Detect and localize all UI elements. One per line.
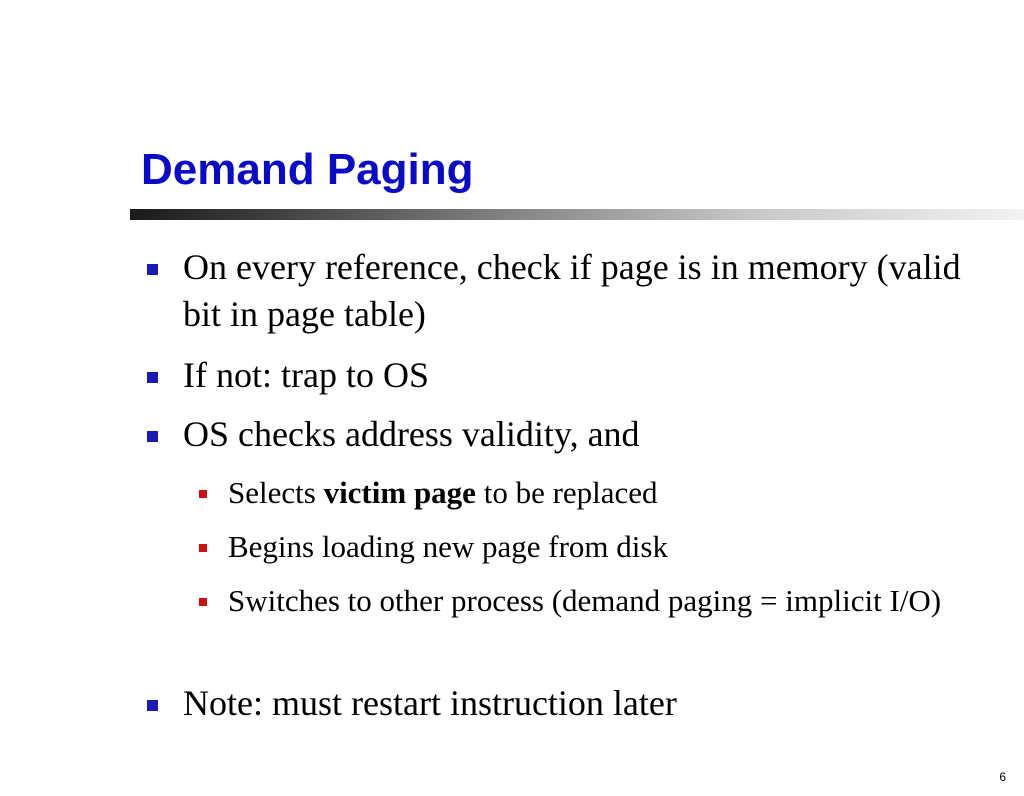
bullet-item: On every reference, check if page is in …: [147, 244, 963, 338]
bullet-text: Note: must restart instruction later: [183, 683, 677, 723]
sub-bullet-item: Switches to other process (demand paging…: [199, 580, 968, 622]
bullet-item: If not: trap to OS: [147, 352, 963, 399]
sub-bullet-text: Begins loading new page from disk: [228, 529, 668, 564]
slide-title: Demand Paging: [141, 145, 474, 194]
bullet-text: OS checks address validity, and: [183, 414, 640, 454]
bullet-text: On every reference, check if page is in …: [183, 247, 961, 334]
page-number: 6: [999, 770, 1006, 784]
bullet-text: If not: trap to OS: [183, 355, 429, 395]
square-bullet-icon: [147, 264, 158, 275]
sub-bullet-text-prefix: Selects: [228, 475, 324, 510]
square-bullet-icon: [147, 372, 158, 383]
square-sub-bullet-icon: [199, 490, 207, 498]
square-bullet-icon: [147, 431, 158, 442]
sub-bullet-item: Selects victim page to be replaced: [199, 472, 968, 514]
bullet-item: OS checks address validity, and: [147, 411, 963, 458]
sub-bullet-text-suffix: to be replaced: [475, 475, 658, 510]
square-sub-bullet-icon: [199, 598, 207, 606]
title-divider: [130, 209, 1024, 220]
square-bullet-icon: [147, 700, 158, 711]
sub-bullet-item: Begins loading new page from disk: [199, 526, 968, 568]
victim-page-emphasis: victim page: [323, 475, 476, 510]
sub-bullet-text: Switches to other process (demand paging…: [228, 583, 942, 618]
square-sub-bullet-icon: [199, 544, 207, 552]
bullet-item: Note: must restart instruction later: [147, 680, 963, 727]
